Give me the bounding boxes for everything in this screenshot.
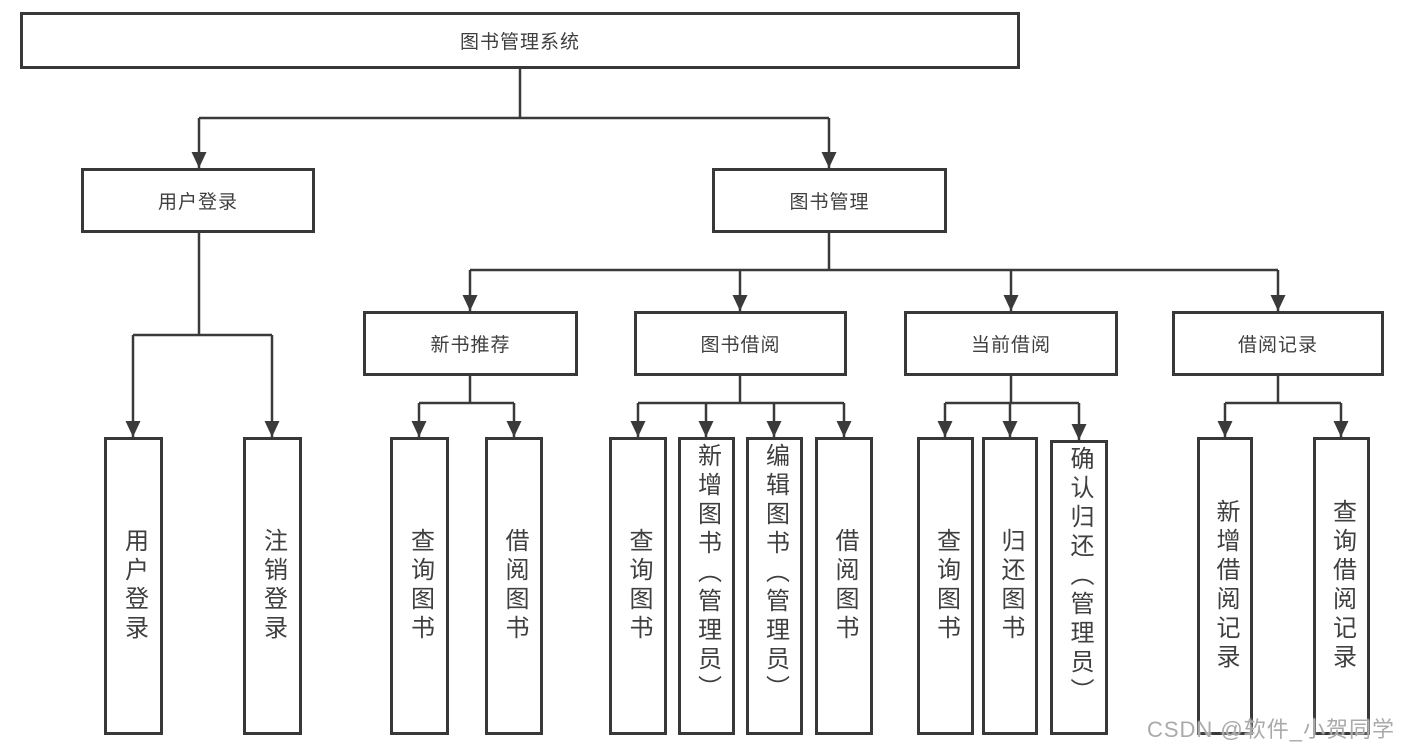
node-current-borrow: 当前借阅: [904, 311, 1118, 376]
leaf-bb-borrow-books: 借阅图书: [815, 437, 873, 735]
leaf-br-query-record: 查询借阅记录: [1313, 437, 1370, 735]
leaf-nbr-query-books-label: 查询图书: [406, 528, 434, 644]
node-user-login: 用户登录: [81, 168, 315, 233]
leaf-bb-add-books-admin-label: 新增图书（管理员）: [693, 443, 721, 704]
node-new-book-recommend: 新书推荐: [363, 311, 578, 376]
leaf-logout: 注销登录: [243, 437, 302, 735]
leaf-nbr-borrow-books: 借阅图书: [485, 437, 543, 735]
leaf-cb-confirm-return-admin: 确认归还（管理员）: [1050, 440, 1108, 735]
leaf-cb-return-books-label: 归还图书: [997, 528, 1024, 644]
node-root-library-management-system: 图书管理系统: [20, 12, 1020, 69]
leaf-br-add-record: 新增借阅记录: [1197, 437, 1253, 735]
leaf-bb-query-books-label: 查询图书: [625, 528, 652, 644]
leaf-nbr-borrow-books-label: 借阅图书: [501, 528, 528, 644]
leaf-user-login-label: 用户登录: [120, 528, 148, 644]
leaf-bb-edit-books-admin: 编辑图书（管理员）: [746, 437, 803, 735]
leaf-logout-label: 注销登录: [259, 528, 287, 644]
leaf-bb-add-books-admin: 新增图书（管理员）: [678, 437, 735, 735]
leaf-bb-query-books: 查询图书: [609, 437, 667, 735]
leaf-cb-query-books-label: 查询图书: [932, 528, 960, 644]
leaf-cb-query-books: 查询图书: [917, 437, 974, 735]
leaf-br-query-record-label: 查询借阅记录: [1328, 499, 1356, 673]
node-borrow-record: 借阅记录: [1172, 311, 1384, 376]
leaf-user-login: 用户登录: [104, 437, 163, 735]
node-book-borrow: 图书借阅: [634, 311, 847, 376]
leaf-cb-return-books: 归还图书: [982, 437, 1038, 735]
node-book-management: 图书管理: [712, 168, 947, 233]
leaf-bb-borrow-books-label: 借阅图书: [831, 528, 858, 644]
leaf-bb-edit-books-admin-label: 编辑图书（管理员）: [761, 443, 789, 704]
csdn-watermark: CSDN @软件_小贺同学: [1146, 717, 1395, 742]
leaf-cb-confirm-return-admin-label: 确认归还（管理员）: [1066, 446, 1093, 707]
leaf-br-add-record-label: 新增借阅记录: [1212, 499, 1239, 673]
leaf-nbr-query-books: 查询图书: [390, 437, 449, 735]
